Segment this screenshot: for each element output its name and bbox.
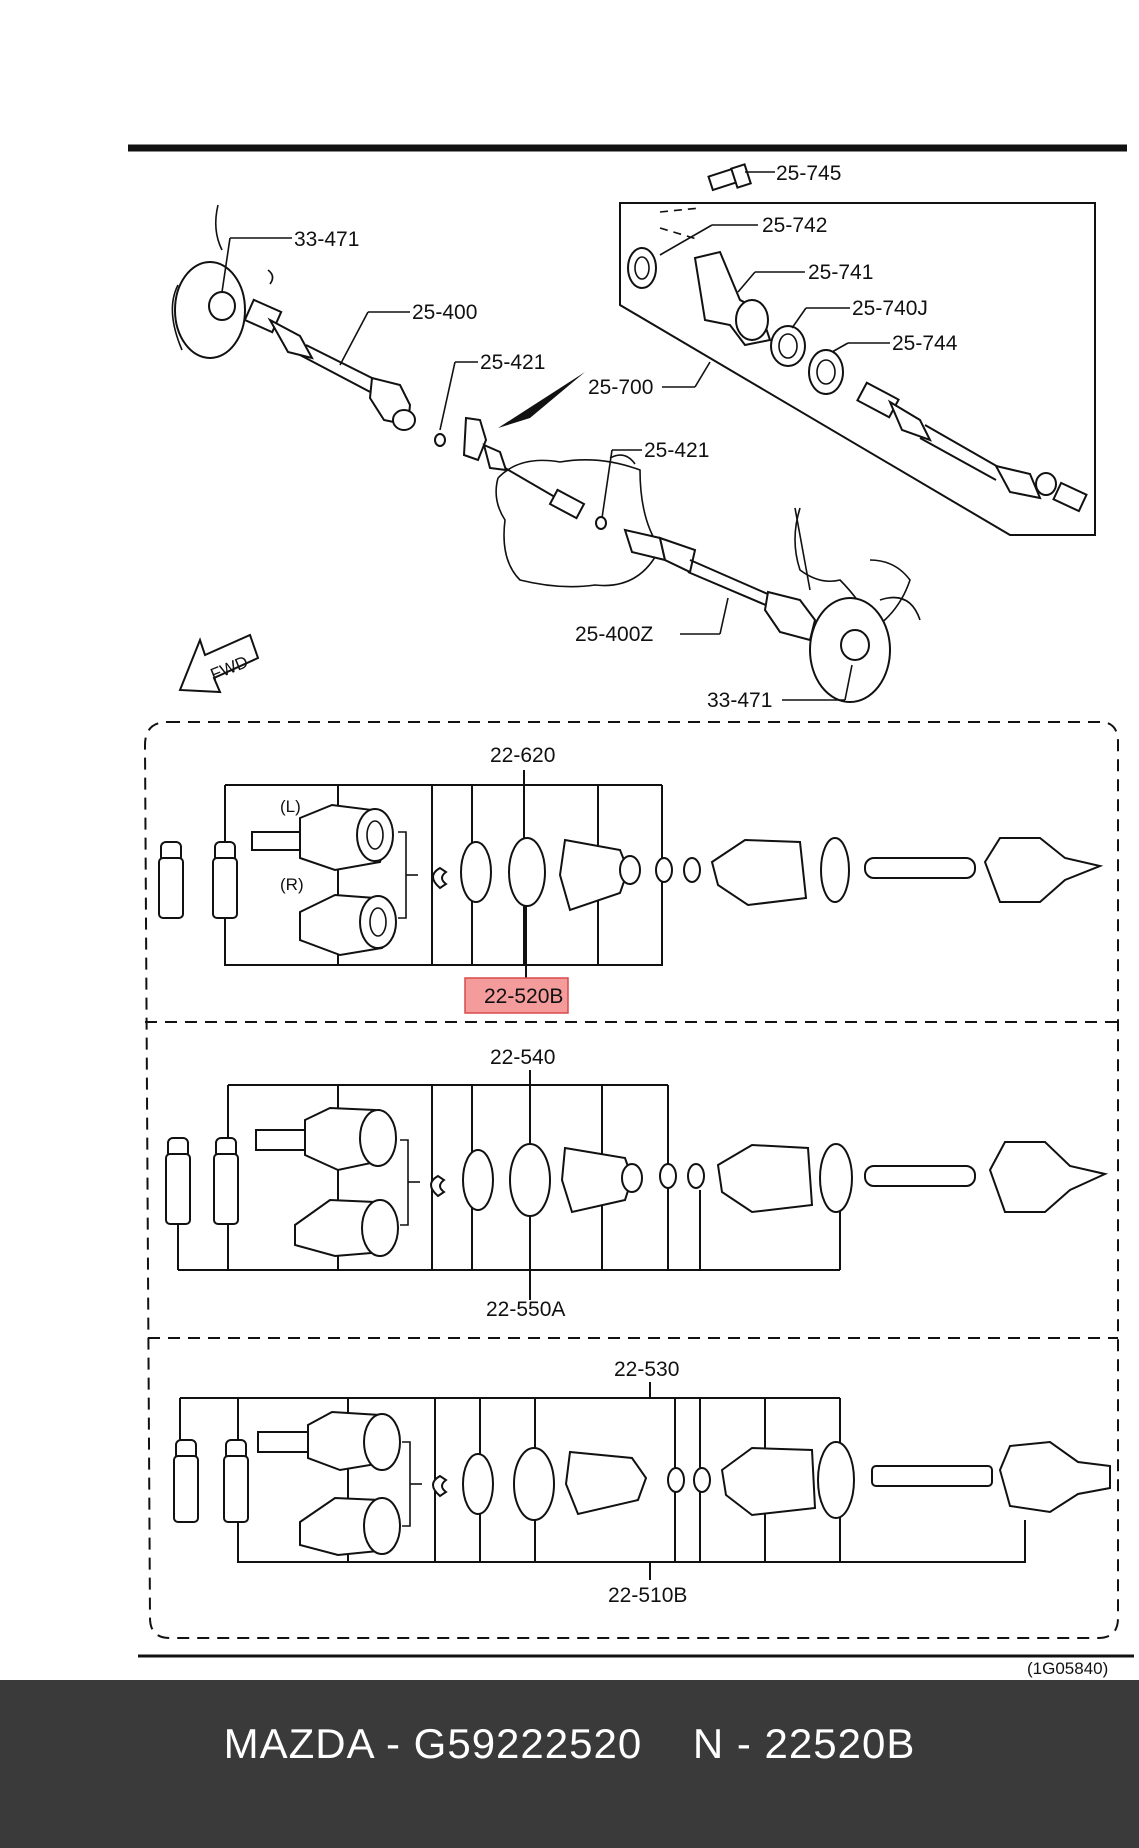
label-25-744: 25-744 bbox=[892, 332, 958, 355]
kit-row-22-540 bbox=[165, 1070, 1109, 1300]
top-leader-lines bbox=[221, 171, 890, 701]
label-33-471-top: 33-471 bbox=[294, 228, 359, 251]
kit-panel-border bbox=[143, 721, 1119, 1639]
kit-row-22-620 bbox=[158, 770, 1104, 966]
label-25-745: 25-745 bbox=[776, 162, 841, 185]
label-22-520b: 22-520B bbox=[484, 985, 563, 1008]
label-22-530: 22-530 bbox=[614, 1358, 679, 1381]
caption-bar: MAZDA - G59222520 N - 22520B bbox=[0, 1680, 1139, 1848]
label-25-421-b: 25-421 bbox=[644, 439, 709, 462]
label-25-700: 25-700 bbox=[588, 376, 653, 399]
center-bearing-joint bbox=[434, 372, 607, 530]
left-wheel-hub bbox=[171, 204, 274, 359]
label-25-742: 25-742 bbox=[762, 214, 827, 237]
label-25-741: 25-741 bbox=[808, 261, 873, 284]
figure-code: (1G05840) bbox=[1027, 1659, 1108, 1678]
exploded-drivetrain-diagram: FWD bbox=[128, 144, 1134, 1678]
label-right-side: (R) bbox=[280, 875, 304, 894]
right-drive-shaft bbox=[623, 528, 817, 642]
label-33-471-bottom: 33-471 bbox=[707, 689, 772, 712]
label-left-side: (L) bbox=[280, 797, 301, 816]
label-25-740j: 25-740J bbox=[852, 297, 928, 320]
label-22-540: 22-540 bbox=[490, 1046, 555, 1069]
label-25-400: 25-400 bbox=[412, 301, 477, 324]
label-25-421-a: 25-421 bbox=[480, 351, 545, 374]
fwd-arrow-icon: FWD bbox=[178, 633, 260, 694]
label-22-510b: 22-510B bbox=[608, 1584, 687, 1607]
kit-row-22-530 bbox=[173, 1382, 1111, 1580]
caption-text: MAZDA - G59222520 N - 22520B bbox=[223, 1720, 916, 1767]
right-wheel-hub bbox=[809, 596, 921, 703]
left-drive-shaft bbox=[243, 298, 416, 431]
label-22-550a: 22-550A bbox=[486, 1298, 565, 1321]
intermediate-shaft-inset bbox=[619, 163, 1096, 536]
label-22-620: 22-620 bbox=[490, 744, 555, 767]
label-25-400z: 25-400Z bbox=[575, 623, 653, 646]
highlight-box-22-520b[interactable] bbox=[464, 977, 569, 1014]
